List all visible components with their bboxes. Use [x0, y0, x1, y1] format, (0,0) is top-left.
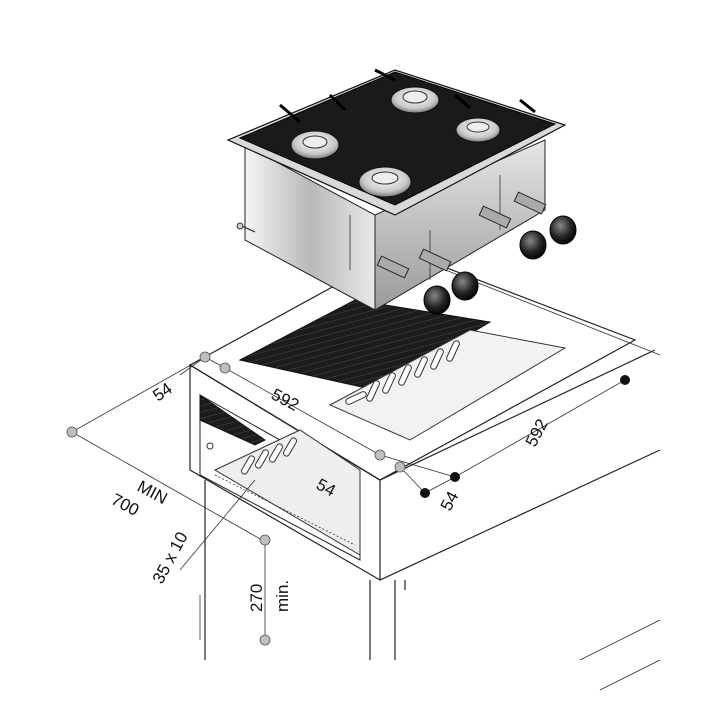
- marker-grey: [219, 362, 231, 374]
- control-knobs: [423, 215, 577, 315]
- dim-right-depth: 592: [522, 416, 552, 450]
- dim-top-left-depth: 54: [149, 379, 175, 405]
- knob-2: [451, 271, 479, 301]
- marker-grey: [259, 534, 271, 546]
- burner-back-right: [455, 117, 501, 143]
- vent-slots-front: [241, 437, 297, 475]
- cabinet-front-opening: [199, 394, 361, 561]
- gas-valves: [376, 191, 547, 279]
- dim-height-unit: min.: [273, 580, 292, 612]
- knob-4: [549, 215, 577, 245]
- knob-1: [423, 285, 451, 315]
- vent-slots-top: [345, 340, 460, 405]
- dim-slot-size: 35 x 10: [149, 529, 192, 587]
- burner-front-left: [290, 130, 340, 160]
- knob-3: [519, 230, 547, 260]
- marker-grey: [259, 634, 271, 646]
- marker-grey: [66, 426, 78, 438]
- marker-grey: [199, 351, 211, 363]
- dim-top-width: 592: [268, 385, 302, 415]
- marker-black: [420, 488, 430, 498]
- marker-black: [450, 472, 460, 482]
- marker-grey: [394, 461, 406, 473]
- dim-height-value: 270: [247, 584, 266, 612]
- cutout-opening: [238, 299, 567, 441]
- dim-front-offset: 54: [437, 488, 463, 514]
- marker-black: [620, 375, 630, 385]
- gas-hob-unit: [226, 68, 577, 315]
- dimension-markers: [66, 351, 630, 646]
- pan-supports: [279, 68, 536, 124]
- burner-front-right: [358, 166, 412, 198]
- marker-grey: [374, 449, 386, 461]
- burner-back-left: [390, 86, 440, 114]
- dimension-lines: [71, 356, 626, 640]
- dimension-labels: 54 592 592 54 54 MIN 700 35 x 10 270 min…: [108, 379, 552, 612]
